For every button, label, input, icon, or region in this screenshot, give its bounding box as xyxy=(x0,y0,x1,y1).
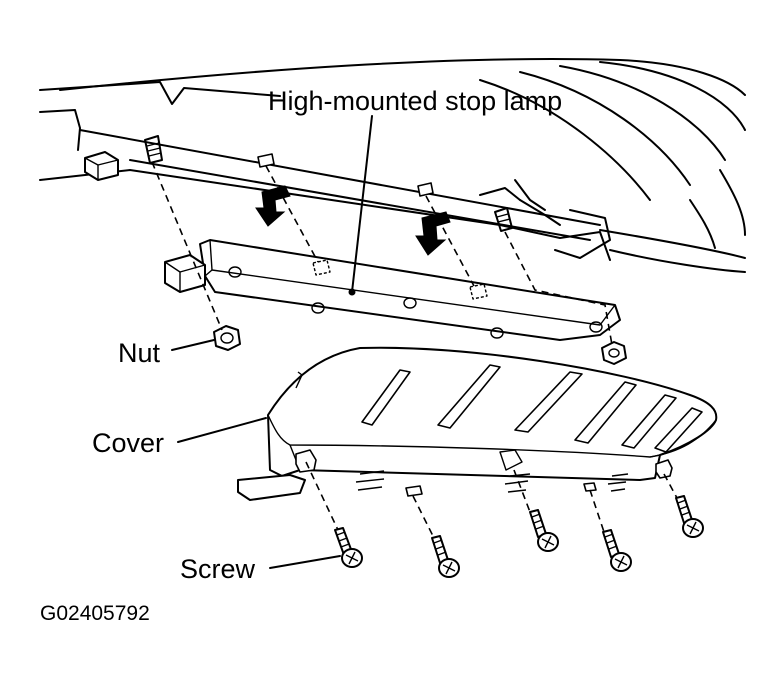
install-arrow-right xyxy=(415,211,451,256)
screw-4 xyxy=(602,529,632,572)
stud-bolt-left xyxy=(144,135,163,164)
stop-lamp-unit xyxy=(164,239,621,341)
nut-left xyxy=(213,325,241,351)
lamp-connector xyxy=(84,151,119,181)
roof-clip-hole-1 xyxy=(257,153,275,168)
label-cover: Cover xyxy=(92,428,164,458)
roof-clip-hole-2 xyxy=(417,182,434,197)
label-nut: Nut xyxy=(118,338,161,368)
stud-bolt-right xyxy=(494,207,513,232)
screw-alignment-lines xyxy=(305,461,678,539)
screw-5 xyxy=(675,495,704,538)
label-screw: Screw xyxy=(180,554,256,584)
cover xyxy=(237,346,718,501)
figure-code: G02405792 xyxy=(40,602,150,625)
leader-lines xyxy=(171,115,373,569)
label-stop-lamp: High-mounted stop lamp xyxy=(268,86,562,116)
screw-2 xyxy=(431,535,460,578)
screw-3 xyxy=(529,509,559,552)
alignment-lines xyxy=(151,161,613,346)
nut-right xyxy=(601,341,627,365)
install-arrow-left xyxy=(255,185,291,227)
screw-1 xyxy=(334,527,363,568)
